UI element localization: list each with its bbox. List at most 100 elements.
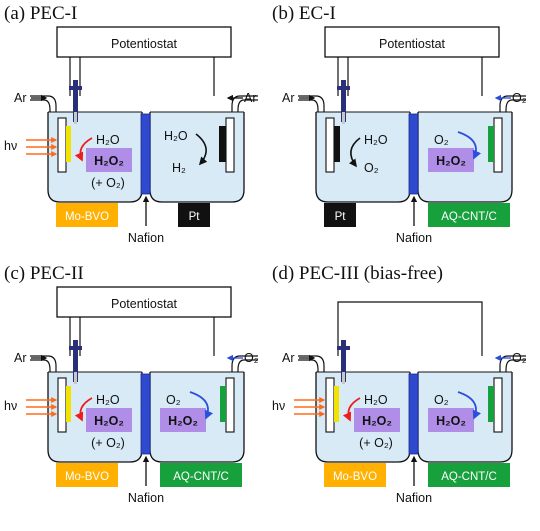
right-reactant-label: O₂ [434,133,449,147]
right-electrode-tag [160,463,242,487]
right-gas-pipe-inner [237,359,258,372]
left-electrode-tag-label: Mo-BVO [333,471,377,483]
left-gas-pipe-inner [30,99,51,112]
mo-bvo-photoanode [66,386,71,422]
left-electrode-tag [324,463,386,487]
left-electrode-tag [56,463,118,487]
pt-electrode-plate [334,126,340,162]
light-label: hν [4,399,17,413]
reference-electrode-tip [342,372,345,384]
reference-electrode-tip [342,112,345,124]
aq-cnt-cathode [220,386,226,422]
left-gas-pipe-inner [30,359,51,372]
external-wire [337,301,483,356]
right-reaction-arrow [189,391,214,420]
left-gas-pipe [298,95,325,112]
mo-bvo-photoanode [334,386,339,422]
left-gas-label: Ar [282,91,295,105]
reference-electrode-cap [337,86,350,90]
potentiostat-box [56,26,232,58]
reference-electrode-stem [341,340,346,382]
right-product-label: H₂O₂ [168,414,198,428]
left-electrode-holder [325,377,335,433]
panel-title: (b) EC-I [272,3,336,24]
right-reactant-label: O₂ [166,393,181,407]
nafion-label: Nafion [128,231,164,245]
light-label: hν [4,139,17,153]
right-electrode-tag-label: Pt [189,211,201,223]
right-gas-label: Ar [244,91,257,105]
right-gas-pipe-inner [505,99,526,112]
nafion-label: Nafion [396,231,432,245]
right-product-label: H₂O₂ [436,154,466,168]
pt-electrode-plate [219,126,226,162]
potentiostat-box [56,286,232,318]
right-reactant-label: O₂ [434,393,449,407]
left-electrode-tag [324,203,356,227]
nafion-membrane [140,113,151,195]
mo-bvo-photoanode [66,126,71,162]
right-electrode-holder [493,377,503,433]
right-gas-label: O₂ [244,351,259,365]
left-reaction-arrow [74,397,93,422]
panel-title: (c) PEC-II [4,263,84,284]
right-electrode-tag-label: AQ-CNT/C [441,471,497,483]
left-gas-label: Ar [282,351,295,365]
reference-electrode-stem [73,340,78,382]
aq-cnt-cathode [488,126,494,162]
aq-cnt-cathode [488,386,494,422]
right-electrode-tag-label: AQ-CNT/C [173,471,229,483]
right-product-highlight [428,408,474,432]
left-note-label: (+ O₂) [91,436,125,450]
right-gas-pipe-inner [237,99,258,112]
right-electrode-tag [178,203,210,227]
left-gas-pipe [298,355,325,372]
left-reaction-arrow [74,137,93,162]
right-gas-pipe-inner [505,359,526,372]
right-electrode-tag [428,463,510,487]
left-electrode-tag-label: Mo-BVO [65,471,109,483]
left-electrode-holder [57,117,67,173]
nafion-label: Nafion [128,491,164,505]
right-electrode-holder [225,117,235,173]
right-product-label: H₂ [172,161,186,175]
left-electrode-holder [57,377,67,433]
light-label: hν [272,399,285,413]
right-electrode-tag-label: AQ-CNT/C [441,211,497,223]
left-reactant-label: H₂O [96,133,120,147]
left-reaction-arrow [342,397,361,422]
reference-electrode-cap [69,346,82,350]
left-note-label: (+ O₂) [91,176,125,190]
left-gas-label: Ar [14,91,27,105]
potentiostat-label: Potentiostat [379,37,446,51]
left-gas-pipe-inner [298,99,319,112]
left-product-label: H₂O₂ [94,414,124,428]
potentiostat-label: Potentiostat [111,37,178,51]
panel-title: (d) PEC-III (bias-free) [272,263,443,284]
left-reactant-label: H₂O [364,393,388,407]
nafion-label: Nafion [396,491,432,505]
left-note-label: (+ O₂) [359,436,393,450]
reference-electrode-cap [69,86,82,90]
potentiostat-box [324,26,500,58]
nafion-membrane [408,373,419,455]
right-electrode-holder [493,117,503,173]
left-electrode-tag-label: Mo-BVO [65,211,109,223]
panel-title: (a) PEC-I [4,3,77,24]
left-gas-pipe [30,355,57,372]
right-gas-label: O₂ [512,351,527,365]
left-reactant-label: H₂O [96,393,120,407]
left-gas-label: Ar [14,351,27,365]
right-electrode-holder [225,377,235,433]
left-electrode-tag-label: Pt [335,211,347,223]
left-product-label: H₂O₂ [362,414,392,428]
right-gas-label: O₂ [512,91,527,105]
right-reaction-arrow [457,131,482,160]
right-product-highlight [160,408,206,432]
left-product-label: H₂O₂ [94,154,124,168]
left-reactant-label: H₂O [364,133,388,147]
left-electrode-holder [325,117,335,173]
